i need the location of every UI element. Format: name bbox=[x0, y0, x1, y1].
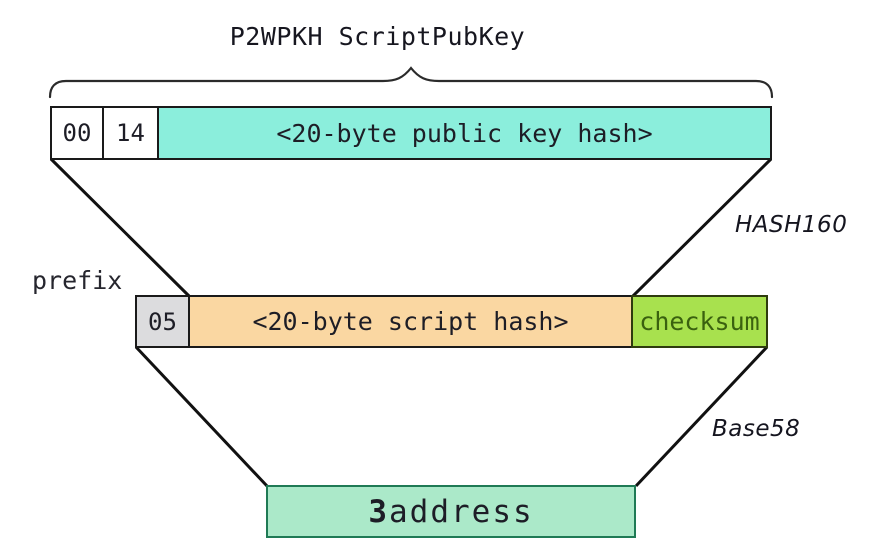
prefix-label: prefix bbox=[32, 266, 123, 295]
pubkey-hash-box: <20-byte public key hash> bbox=[157, 106, 772, 160]
hash160-label: HASH160 bbox=[735, 212, 848, 238]
address-prefix-byte-box: 05 bbox=[135, 295, 190, 348]
push-length-byte-box: 14 bbox=[102, 106, 159, 160]
base58-funnel-left-line bbox=[134, 345, 269, 488]
script-hash-box: <20-byte script hash> bbox=[188, 295, 633, 348]
version-byte-box: 00 bbox=[50, 106, 104, 160]
brace-icon bbox=[48, 66, 774, 99]
address-body-text: address bbox=[389, 493, 534, 530]
address-prefix-char: 3 bbox=[368, 493, 389, 530]
diagram-title: P2WPKH ScriptPubKey bbox=[229, 22, 526, 51]
checksum-box: checksum bbox=[631, 295, 768, 348]
base58-label: Base58 bbox=[712, 416, 801, 442]
